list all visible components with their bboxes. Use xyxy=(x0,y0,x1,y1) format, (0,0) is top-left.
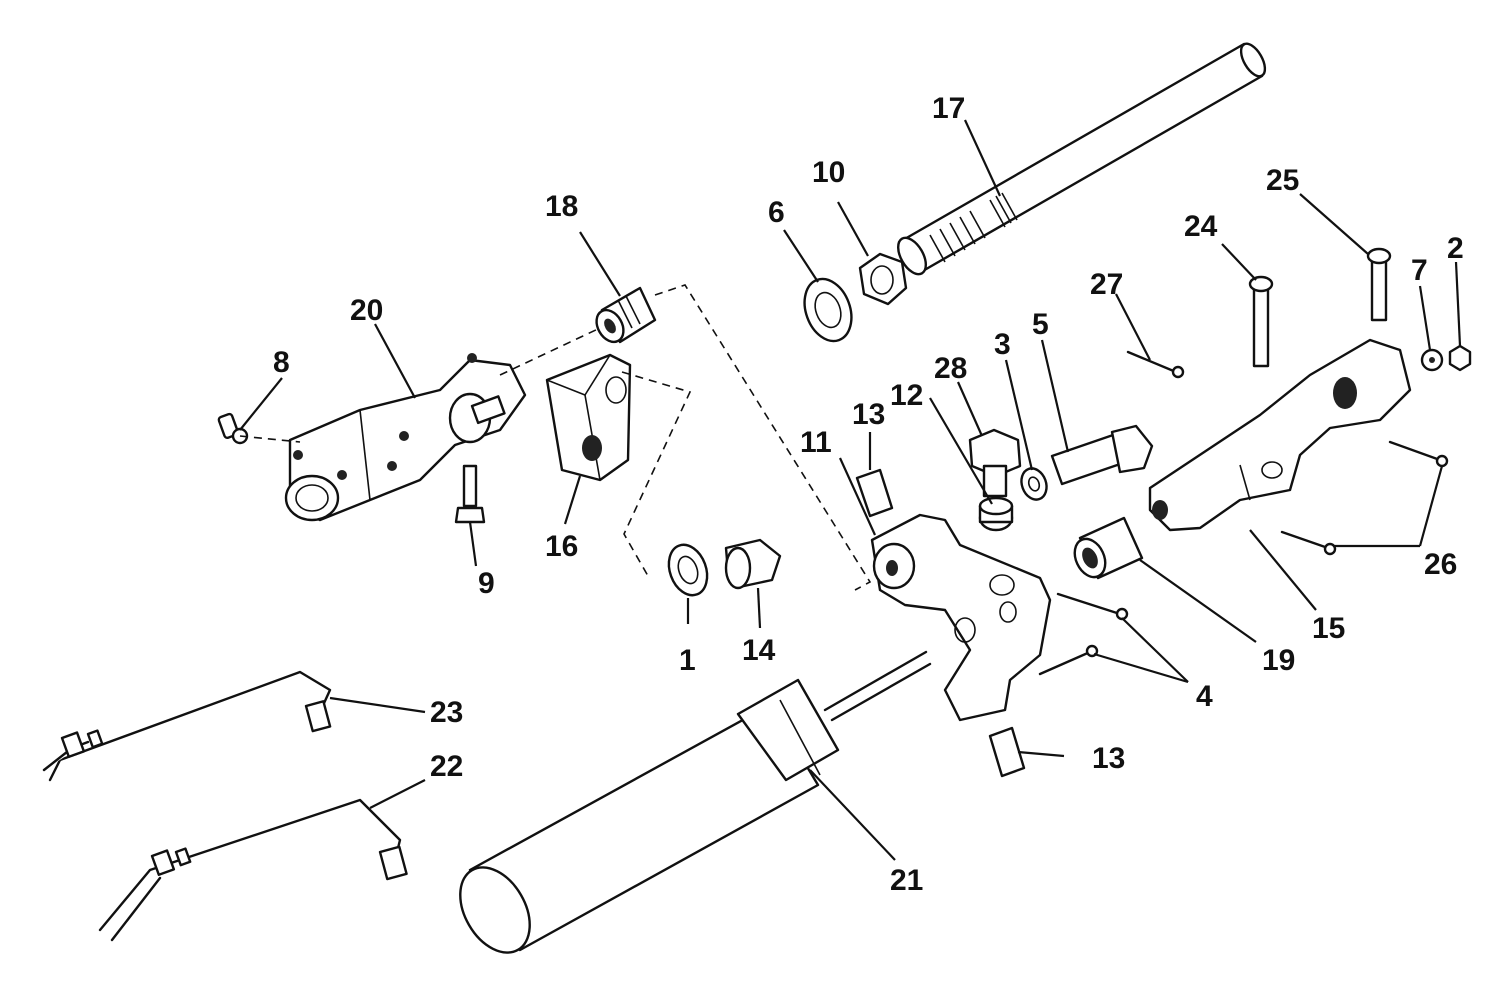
part-11-bracket xyxy=(870,513,1052,722)
part-8-fitting xyxy=(217,412,249,445)
callout-8: 8 xyxy=(273,346,290,379)
part-6-lock-washer xyxy=(803,277,853,343)
part-3-washer xyxy=(1020,467,1048,501)
callout-5: 5 xyxy=(1032,308,1049,341)
part-7-washer xyxy=(1420,348,1444,372)
callout-26: 26 xyxy=(1424,548,1457,581)
callout-13-upper: 13 xyxy=(852,398,885,431)
part-24-pin xyxy=(1248,275,1274,368)
assembly-dashed-lines xyxy=(239,284,872,591)
part-2-nut xyxy=(1448,344,1472,372)
callout-20: 20 xyxy=(350,294,383,327)
callout-27: 27 xyxy=(1090,268,1123,301)
part-27-cotter-pin xyxy=(1126,350,1185,379)
part-25-pin xyxy=(1366,247,1392,322)
callout-3: 3 xyxy=(994,328,1011,361)
callout-7: 7 xyxy=(1411,254,1428,287)
part-13-key-lower xyxy=(988,726,1026,778)
callout-4: 4 xyxy=(1196,680,1213,713)
part-26-cotter-pins xyxy=(1280,440,1449,556)
callout-22: 22 xyxy=(430,750,463,783)
leader-lines xyxy=(239,119,1462,861)
callout-28: 28 xyxy=(934,352,967,385)
callout-1: 1 xyxy=(679,644,696,677)
part-16-clevis-block xyxy=(545,353,632,482)
callout-6: 6 xyxy=(768,196,785,229)
callout-19: 19 xyxy=(1262,644,1295,677)
part-1-lock-washer xyxy=(667,543,709,597)
callout-labels: 1 2 3 4 5 6 7 8 9 10 11 12 13 13 14 15 1… xyxy=(273,92,1464,897)
part-18-bushing xyxy=(595,286,657,344)
callout-18: 18 xyxy=(545,190,578,223)
part-10-hex-nut xyxy=(858,252,908,306)
callout-14: 14 xyxy=(742,634,776,667)
callout-21: 21 xyxy=(890,864,923,897)
callout-2: 2 xyxy=(1447,232,1464,265)
callout-23: 23 xyxy=(430,696,463,729)
part-23-hydraulic-line xyxy=(42,670,332,782)
part-22-hydraulic-line xyxy=(98,798,408,942)
part-28-bolt xyxy=(968,428,1022,498)
part-15-arm xyxy=(1148,338,1412,532)
callout-13-lower: 13 xyxy=(1092,742,1125,775)
part-9-bolt xyxy=(454,464,486,524)
callout-11: 11 xyxy=(800,426,832,459)
part-21-cylinder xyxy=(459,650,932,954)
part-5-hex-bolt xyxy=(1050,424,1154,486)
callout-9: 9 xyxy=(478,567,495,600)
part-14-cap-nut xyxy=(724,538,782,590)
part-13-key-upper xyxy=(855,468,894,518)
part-12-spacer xyxy=(978,496,1014,532)
callout-16: 16 xyxy=(545,530,578,563)
callout-25: 25 xyxy=(1266,164,1299,197)
callout-24: 24 xyxy=(1184,210,1218,243)
part-17-rod xyxy=(896,42,1267,276)
part-4-cotter-pins xyxy=(1038,592,1129,676)
part-19-bushing xyxy=(1073,516,1144,580)
part-20-valve-body xyxy=(284,353,527,522)
callout-10: 10 xyxy=(812,156,845,189)
callout-17: 17 xyxy=(932,92,965,125)
callout-12: 12 xyxy=(890,379,923,412)
callout-15: 15 xyxy=(1312,612,1345,645)
